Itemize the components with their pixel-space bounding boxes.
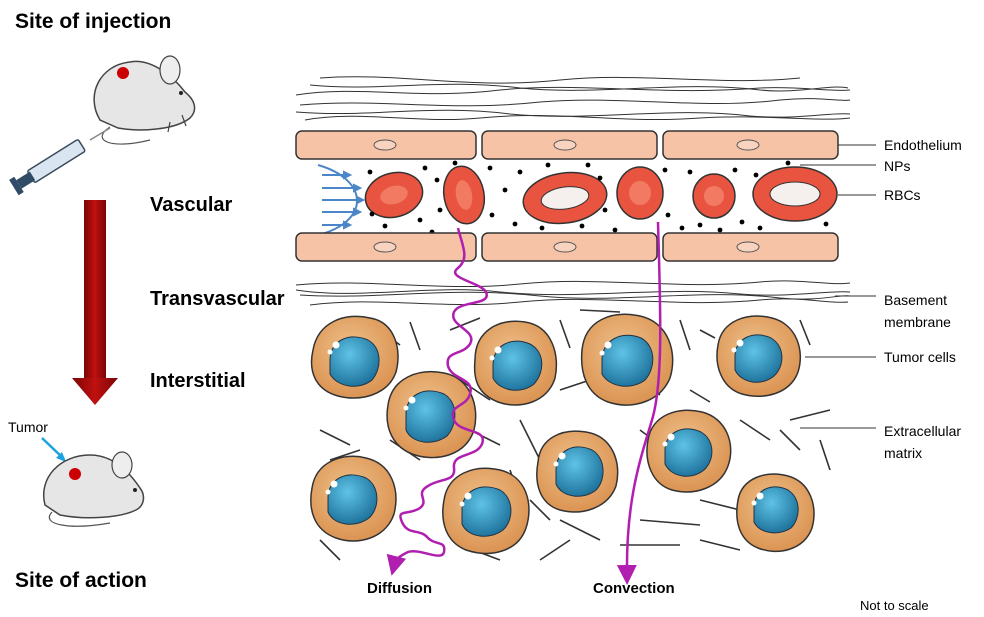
- down-arrow-icon: [72, 200, 118, 405]
- stage-transvascular: Transvascular: [150, 288, 285, 311]
- tumor-cell: [311, 456, 396, 541]
- syringe-icon: [9, 128, 110, 195]
- tumor-cell: [312, 316, 398, 398]
- tumor-cells: [311, 314, 814, 553]
- label-extracellular-matrix-2: matrix: [884, 444, 922, 462]
- stage-interstitial: Interstitial: [150, 370, 246, 393]
- label-convection: Convection: [593, 580, 675, 597]
- mouse-icon-tumor: [44, 452, 144, 526]
- label-basement-membrane-1: Basement: [884, 291, 947, 309]
- fiber-top: [296, 77, 850, 120]
- basement-membrane: [296, 281, 850, 305]
- tumor-cell: [475, 321, 557, 405]
- label-diffusion: Diffusion: [367, 580, 432, 597]
- tumor-label: Tumor: [8, 418, 48, 436]
- site-of-injection-title: Site of injection: [15, 10, 171, 34]
- label-endothelium: Endothelium: [884, 136, 962, 154]
- tumor-pointer-icon: [42, 438, 66, 462]
- tumor-cell: [387, 372, 476, 458]
- label-basement-membrane-2: membrane: [884, 313, 951, 331]
- tumor-cell: [647, 410, 731, 492]
- tumor-cell: [737, 474, 814, 551]
- label-rbcs: RBCs: [884, 186, 921, 204]
- endothelium-bottom: [296, 233, 838, 261]
- tumor-cell: [443, 468, 529, 553]
- not-to-scale-note: Not to scale: [860, 598, 929, 613]
- label-extracellular-matrix-1: Extracellular: [884, 422, 961, 440]
- flow-profile-icon: [318, 165, 363, 235]
- endothelium-top: [296, 131, 838, 159]
- tumor-cell: [717, 316, 800, 396]
- stage-vascular: Vascular: [150, 194, 232, 217]
- tumor-cell: [537, 431, 618, 512]
- rbc-group: [360, 163, 837, 229]
- site-of-action-title: Site of action: [15, 569, 147, 593]
- label-tumor-cells: Tumor cells: [884, 348, 956, 366]
- label-nps: NPs: [884, 157, 910, 175]
- mouse-icon-injection: [94, 56, 194, 144]
